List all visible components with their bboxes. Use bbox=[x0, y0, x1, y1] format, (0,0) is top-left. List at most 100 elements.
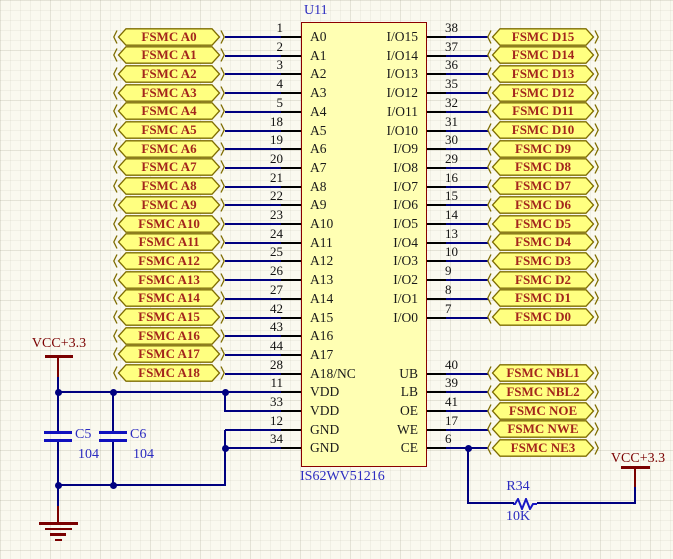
capacitor-c6-designator[interactable]: C6 bbox=[130, 427, 147, 442]
port-fsmc-d15[interactable]: FSMC D15 bbox=[487, 27, 599, 46]
port-fsmc-nwe[interactable]: FSMC NWE bbox=[487, 420, 599, 439]
port-fsmc-a9[interactable]: FSMC A9 bbox=[113, 195, 225, 214]
bidirectional-port-arrow bbox=[113, 252, 225, 270]
bidirectional-port-arrow bbox=[113, 364, 225, 382]
bidirectional-port-arrow bbox=[113, 65, 225, 83]
bidirectional-port-arrow bbox=[113, 46, 225, 65]
port-fsmc-d0[interactable]: FSMC D0 bbox=[487, 308, 599, 326]
port-fsmc-d13[interactable]: FSMC D13 bbox=[487, 65, 599, 83]
port-fsmc-d14[interactable]: FSMC D14 bbox=[487, 46, 599, 65]
port-fsmc-a4[interactable]: FSMC A4 bbox=[113, 102, 225, 121]
port-fsmc-d4[interactable]: FSMC D4 bbox=[487, 233, 599, 252]
port-label: FSMC A9 bbox=[141, 196, 197, 212]
chip-part-number[interactable]: IS62WV51216 bbox=[300, 469, 385, 484]
port-fsmc-a12[interactable]: FSMC A12 bbox=[113, 252, 225, 270]
port-fsmc-d11[interactable]: FSMC D11 bbox=[487, 102, 599, 121]
port-fsmc-d9[interactable]: FSMC D9 bbox=[487, 139, 599, 158]
port-fsmc-d6[interactable]: FSMC D6 bbox=[487, 195, 599, 214]
pin-stub bbox=[427, 410, 447, 412]
pin-stub bbox=[427, 316, 447, 319]
capacitor-c5-value[interactable]: 104 bbox=[78, 447, 99, 462]
bidirectional-port-arrow bbox=[113, 195, 225, 214]
wire-segment bbox=[112, 392, 114, 431]
power-bar-icon[interactable] bbox=[621, 466, 650, 469]
chip-designator[interactable]: U11 bbox=[304, 3, 328, 18]
port-label: FSMC A15 bbox=[138, 309, 200, 324]
port-fsmc-a0[interactable]: FSMC A0 bbox=[113, 27, 225, 46]
port-fsmc-d12[interactable]: FSMC D12 bbox=[487, 83, 599, 102]
port-fsmc-a3[interactable]: FSMC A3 bbox=[113, 83, 225, 102]
port-label: FSMC A10 bbox=[138, 215, 200, 231]
port-label: FSMC D12 bbox=[511, 84, 575, 100]
bidirectional-port-arrow bbox=[113, 345, 225, 364]
chip-pin-name: A3 bbox=[310, 85, 327, 101]
port-fsmc-a5[interactable]: FSMC A5 bbox=[113, 121, 225, 139]
pin-number: 33 bbox=[270, 394, 283, 409]
capacitor-c6-value[interactable]: 104 bbox=[133, 447, 154, 462]
port-fsmc-a10[interactable]: FSMC A10 bbox=[113, 214, 225, 233]
resistor-r34-designator[interactable]: R34 bbox=[506, 479, 530, 494]
port-fsmc-a11[interactable]: FSMC A11 bbox=[113, 233, 225, 252]
port-fsmc-d5[interactable]: FSMC D5 bbox=[487, 214, 599, 233]
vcc-net-label-right[interactable]: VCC+3.3 bbox=[610, 451, 666, 466]
wire-segment bbox=[225, 260, 283, 263]
port-label: FSMC D8 bbox=[515, 159, 571, 175]
port-fsmc-nbl1[interactable]: FSMC NBL1 bbox=[487, 364, 599, 382]
chip-pin-name: A17 bbox=[310, 346, 334, 362]
capacitor-c6-plate[interactable] bbox=[99, 439, 127, 442]
pin-number: 26 bbox=[270, 263, 283, 279]
port-fsmc-a2[interactable]: FSMC A2 bbox=[113, 65, 225, 83]
chip-pin-name: GND bbox=[310, 421, 340, 437]
pin-number: 41 bbox=[445, 394, 458, 409]
capacitor-c6-plate[interactable] bbox=[99, 431, 127, 434]
port-fsmc-d1[interactable]: FSMC D1 bbox=[487, 289, 599, 308]
port-fsmc-a13[interactable]: FSMC A13 bbox=[113, 270, 225, 289]
port-fsmc-d10[interactable]: FSMC D10 bbox=[487, 121, 599, 139]
chip-pin-name: A13 bbox=[310, 272, 334, 288]
port-label: FSMC A1 bbox=[141, 47, 197, 63]
port-fsmc-a7[interactable]: FSMC A7 bbox=[113, 158, 225, 177]
pin-number: 37 bbox=[445, 38, 458, 54]
bidirectional-port-arrow bbox=[487, 401, 599, 420]
bidirectional-port-arrow bbox=[487, 364, 599, 382]
port-fsmc-d2[interactable]: FSMC D2 bbox=[487, 270, 599, 289]
wire-segment bbox=[634, 487, 636, 504]
pin-stub bbox=[427, 241, 447, 244]
port-fsmc-noe[interactable]: FSMC NOE bbox=[487, 401, 599, 420]
ground-icon[interactable] bbox=[36, 505, 82, 543]
resistor-r34-value[interactable]: 10K bbox=[505, 509, 531, 524]
port-fsmc-a1[interactable]: FSMC A1 bbox=[113, 46, 225, 65]
port-fsmc-ne3[interactable]: FSMC NE3 bbox=[487, 439, 599, 457]
pin-stub bbox=[281, 447, 301, 450]
port-label: FSMC A4 bbox=[141, 103, 197, 119]
pin-number: 28 bbox=[270, 356, 283, 372]
port-fsmc-d7[interactable]: FSMC D7 bbox=[487, 177, 599, 195]
port-fsmc-a17[interactable]: FSMC A17 bbox=[113, 345, 225, 364]
port-fsmc-a16[interactable]: FSMC A16 bbox=[113, 326, 225, 345]
vcc-net-label-left[interactable]: VCC+3.3 bbox=[31, 336, 87, 351]
bidirectional-port-arrow bbox=[113, 289, 225, 308]
wire-segment bbox=[57, 377, 59, 393]
capacitor-c5-plate[interactable] bbox=[44, 431, 72, 434]
resistor-r34-symbol[interactable] bbox=[513, 496, 537, 512]
bidirectional-port-arrow bbox=[113, 139, 225, 158]
port-fsmc-a14[interactable]: FSMC A14 bbox=[113, 289, 225, 308]
capacitor-c5-plate[interactable] bbox=[44, 439, 72, 442]
wire-segment bbox=[225, 54, 283, 57]
chip-u11-body[interactable] bbox=[301, 22, 427, 467]
port-fsmc-a15[interactable]: FSMC A15 bbox=[113, 308, 225, 326]
wire-segment bbox=[225, 372, 283, 375]
port-fsmc-a8[interactable]: FSMC A8 bbox=[113, 177, 225, 195]
pin-stub bbox=[281, 54, 301, 57]
port-fsmc-a18[interactable]: FSMC A18 bbox=[113, 364, 225, 382]
port-fsmc-d8[interactable]: FSMC D8 bbox=[487, 158, 599, 177]
port-label: FSMC NOE bbox=[508, 402, 578, 418]
port-fsmc-nbl2[interactable]: FSMC NBL2 bbox=[487, 382, 599, 401]
port-label: FSMC D5 bbox=[515, 215, 571, 231]
port-fsmc-d3[interactable]: FSMC D3 bbox=[487, 252, 599, 270]
power-bar-icon[interactable] bbox=[45, 355, 73, 358]
port-fsmc-a6[interactable]: FSMC A6 bbox=[113, 139, 225, 158]
chip-pin-name: A4 bbox=[310, 103, 327, 119]
capacitor-c5-designator[interactable]: C5 bbox=[75, 427, 92, 442]
chip-pin-name: LB bbox=[400, 384, 418, 400]
